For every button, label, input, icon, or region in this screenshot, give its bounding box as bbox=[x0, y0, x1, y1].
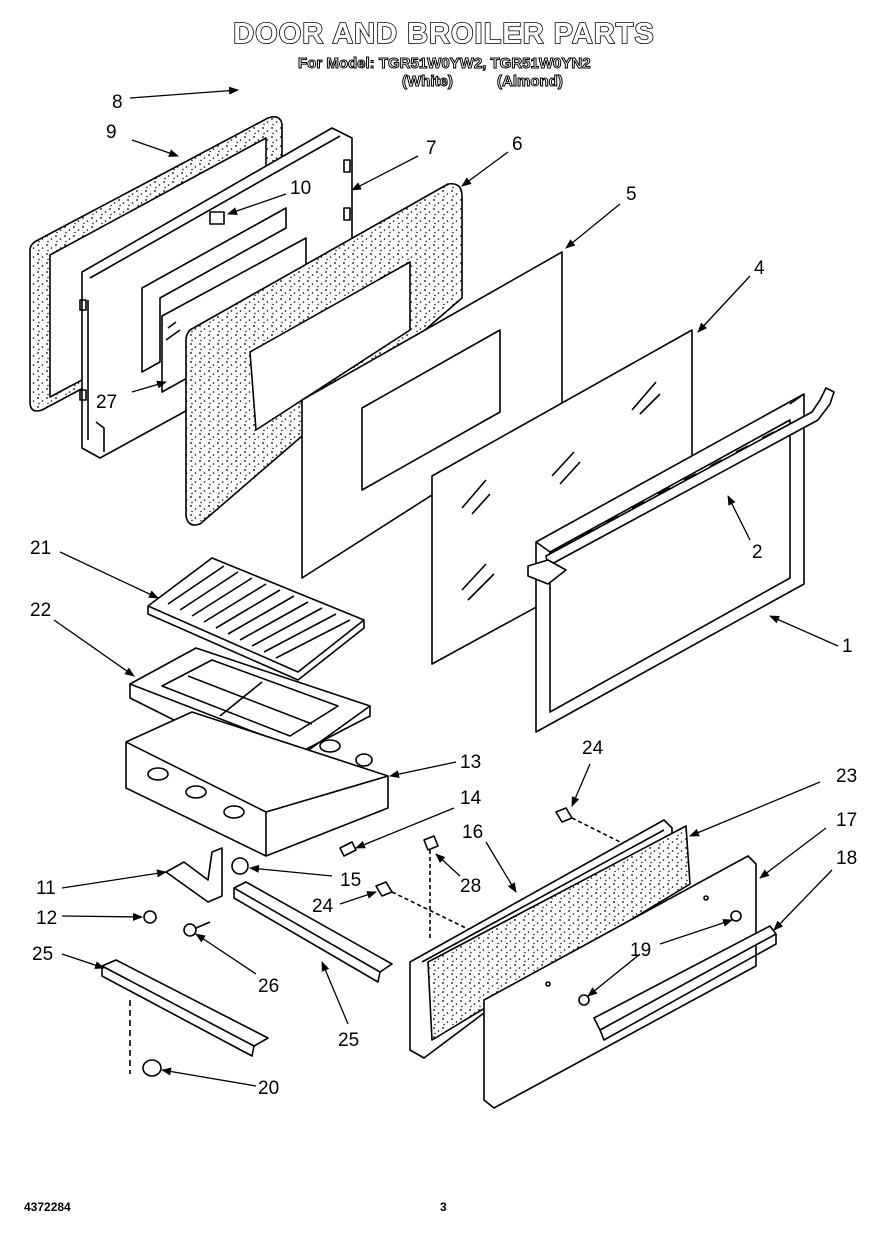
leader-4 bbox=[697, 275, 751, 333]
callout-12: 12 bbox=[36, 908, 57, 929]
callout-24-upper: 24 bbox=[582, 738, 604, 759]
callout-13: 13 bbox=[460, 752, 481, 773]
callout-21: 21 bbox=[30, 538, 51, 559]
screw-part-26 bbox=[183, 921, 211, 937]
clip-part-14 bbox=[339, 841, 357, 857]
leader-1 bbox=[769, 615, 839, 647]
bracket-part-11 bbox=[165, 847, 223, 903]
drawer-handle-part-18 bbox=[593, 925, 777, 1041]
leader-24a bbox=[571, 763, 591, 807]
leader-5 bbox=[565, 203, 621, 249]
leader-21 bbox=[59, 551, 159, 599]
bumper-part-20 bbox=[142, 1059, 162, 1077]
leader-7 bbox=[351, 155, 419, 191]
callout-15: 15 bbox=[340, 870, 361, 891]
leader-15 bbox=[249, 864, 333, 877]
callout-16: 16 bbox=[462, 822, 483, 843]
callout-26: 26 bbox=[258, 976, 279, 997]
callout-17: 17 bbox=[836, 810, 857, 831]
disk-part-15 bbox=[231, 857, 249, 875]
leader-19b bbox=[587, 953, 641, 997]
nut-part-19a bbox=[730, 910, 742, 922]
callout-23: 23 bbox=[836, 766, 857, 787]
door-handle-part-2 bbox=[527, 387, 835, 585]
leader-20 bbox=[161, 1067, 257, 1087]
callout-20: 20 bbox=[258, 1078, 279, 1099]
callout-1: 1 bbox=[842, 636, 853, 657]
leader-22 bbox=[53, 619, 135, 677]
leader-23 bbox=[689, 781, 821, 837]
document-number: 4372284 bbox=[24, 1200, 71, 1214]
callout-8: 8 bbox=[112, 92, 123, 113]
leader-19a bbox=[659, 919, 733, 945]
page-number: 3 bbox=[440, 1200, 447, 1214]
leader-6 bbox=[461, 151, 509, 187]
model-line: For Model: TGR51W0YW2, TGR51W0YN2 bbox=[298, 55, 592, 73]
callout-4: 4 bbox=[754, 258, 765, 279]
leader-14 bbox=[355, 807, 455, 849]
screw-part-28 bbox=[423, 835, 439, 940]
slide-rail-part-25b bbox=[101, 959, 269, 1074]
drawer-front-panel-part-17 bbox=[483, 855, 757, 1109]
leader-17 bbox=[759, 827, 827, 879]
leader-16 bbox=[485, 841, 517, 893]
leader-10 bbox=[227, 193, 287, 215]
leader-26 bbox=[195, 933, 257, 975]
leader-8 bbox=[129, 86, 239, 99]
washer-part-12 bbox=[143, 910, 157, 924]
leader-11 bbox=[61, 869, 167, 889]
callout-25-left: 25 bbox=[32, 944, 53, 965]
leader-18 bbox=[773, 869, 833, 931]
variant-white: (White) bbox=[402, 73, 454, 91]
variant-almond: (Almond) bbox=[497, 73, 564, 91]
callout-5: 5 bbox=[626, 184, 637, 205]
broiler-drawer-part-13 bbox=[125, 711, 389, 857]
leader-25b bbox=[321, 961, 349, 1025]
broiler-grid-part-21 bbox=[147, 557, 365, 681]
leader-28 bbox=[435, 853, 461, 877]
callout-24-lower: 24 bbox=[312, 896, 334, 917]
leader-25a bbox=[61, 953, 105, 969]
callout-6: 6 bbox=[512, 134, 523, 155]
door-frame-part-1 bbox=[535, 393, 805, 733]
callout-27: 27 bbox=[96, 392, 117, 413]
callout-25-right: 25 bbox=[338, 1030, 359, 1051]
callout-18: 18 bbox=[836, 848, 857, 869]
callout-10: 10 bbox=[290, 178, 311, 199]
window-frame-part-10 bbox=[141, 207, 287, 373]
nut-part-19b bbox=[578, 994, 590, 1006]
leader-12 bbox=[61, 912, 143, 921]
screw-part-24-lower bbox=[375, 881, 471, 931]
leader-9 bbox=[131, 139, 179, 157]
callout-11: 11 bbox=[36, 878, 56, 899]
leader-13 bbox=[389, 761, 457, 779]
drawer-insulation-part-23 bbox=[427, 825, 691, 1041]
page-title: DOOR AND BROILER PARTS bbox=[232, 17, 655, 51]
callout-28: 28 bbox=[460, 876, 481, 897]
leader-27 bbox=[131, 380, 167, 393]
leader-2 bbox=[727, 495, 751, 541]
callout-7: 7 bbox=[426, 138, 437, 159]
callout-2: 2 bbox=[752, 542, 763, 563]
door-insulation-part-6 bbox=[185, 182, 463, 526]
callout-19: 19 bbox=[630, 940, 651, 961]
callout-22: 22 bbox=[30, 600, 51, 621]
callout-14: 14 bbox=[460, 788, 482, 809]
slide-rail-part-25a bbox=[233, 881, 393, 983]
leader-24b bbox=[339, 891, 377, 905]
callout-9: 9 bbox=[106, 122, 117, 143]
